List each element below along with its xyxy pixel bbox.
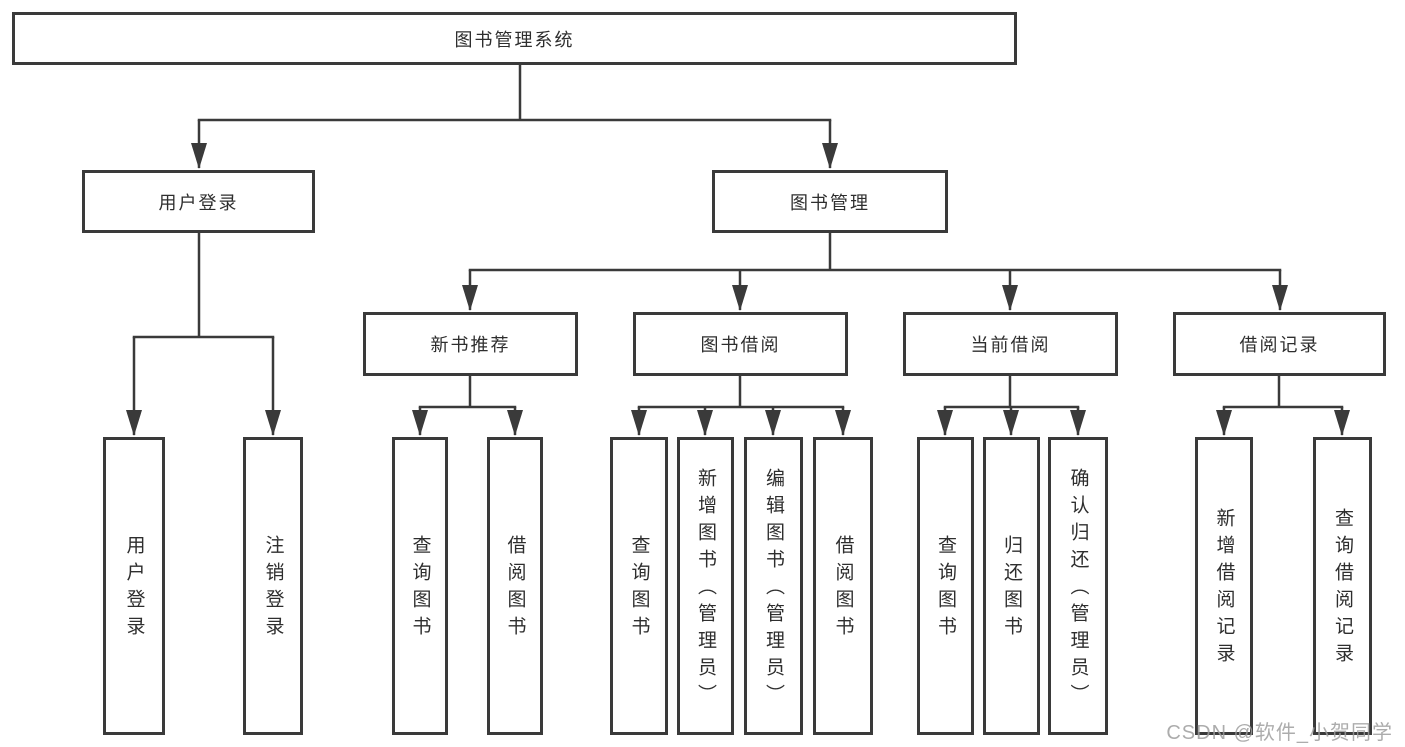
node-book-borrowing: 图书借阅 — [633, 312, 848, 376]
node-current-borrowing: 当前借阅 — [903, 312, 1118, 376]
node-user-login: 用户登录 — [82, 170, 315, 233]
leaf-br-query-record: 查询借阅记录 — [1313, 437, 1372, 735]
leaf-br-add-record: 新增借阅记录 — [1195, 437, 1253, 735]
leaf-logout-login: 注销登录 — [243, 437, 303, 735]
leaf-bb-edit-books-admin: 编辑图书（管理员） — [744, 437, 803, 735]
node-new-book-recommend: 新书推荐 — [363, 312, 578, 376]
leaf-nb-query-books: 查询图书 — [392, 437, 448, 735]
leaf-nb-borrow-books: 借阅图书 — [487, 437, 543, 735]
leaf-cb-return-books: 归还图书 — [983, 437, 1040, 735]
leaf-bb-add-books-admin: 新增图书（管理员） — [677, 437, 734, 735]
node-book-management: 图书管理 — [712, 170, 948, 233]
leaf-cb-query-books: 查询图书 — [917, 437, 974, 735]
watermark: CSDN @软件_小贺同学 — [1166, 722, 1393, 744]
leaf-bb-query-books: 查询图书 — [610, 437, 668, 735]
node-borrow-records: 借阅记录 — [1173, 312, 1386, 376]
connector-group — [126, 64, 1350, 436]
leaf-user-login: 用户登录 — [103, 437, 165, 735]
node-root: 图书管理系统 — [12, 12, 1017, 65]
leaf-bb-borrow-books: 借阅图书 — [813, 437, 873, 735]
leaf-cb-confirm-return-admin: 确认归还（管理员） — [1048, 437, 1108, 735]
